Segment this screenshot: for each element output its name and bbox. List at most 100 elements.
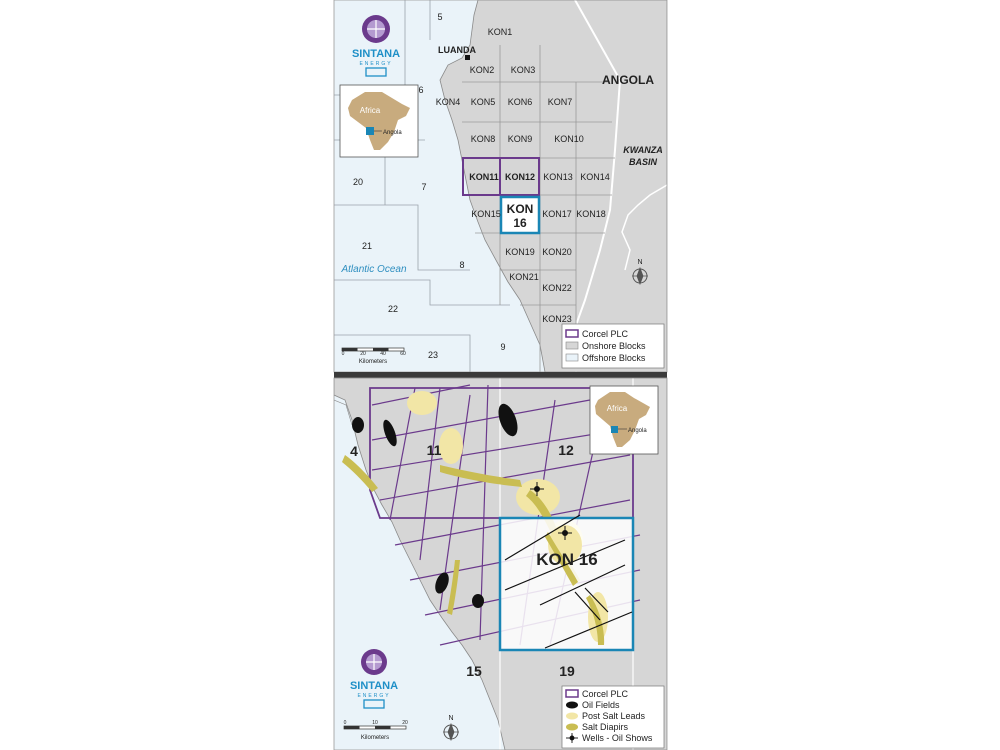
- inset-country: Angola: [383, 130, 402, 136]
- legend-b-corcel-label: Corcel PLC: [582, 689, 629, 699]
- block21-label: 21: [362, 241, 372, 251]
- bottom-map: KON 16 4 11 12 15 19 Africa Angola SINTA…: [334, 378, 667, 750]
- basin-label-line1: KWANZA: [623, 145, 663, 155]
- legend-b-diapir-icon: [566, 723, 578, 731]
- angola-marker-bottom: [611, 426, 618, 433]
- kon19-label: KON19: [505, 247, 535, 257]
- kon9-label: KON9: [508, 134, 533, 144]
- scale-tick-b2: 20: [402, 720, 408, 726]
- legend-corcel-label: Corcel PLC: [582, 329, 629, 339]
- map-divider: [334, 372, 667, 378]
- logo-sub: ENERGY: [359, 61, 392, 67]
- kon20-label: KON20: [542, 247, 572, 257]
- scale-tick-0: 0: [342, 351, 345, 357]
- north-label-bottom: N: [448, 715, 453, 722]
- city-label: LUANDA: [438, 45, 476, 55]
- block7-label: 7: [421, 182, 426, 192]
- kon11-label: KON11: [469, 172, 499, 182]
- bottom-map-frame: [333, 377, 668, 750]
- top-inset-map: Africa Angola: [339, 84, 419, 158]
- onshore-blocks-eastern-edge: [574, 0, 622, 372]
- logo-name-bottom: SINTANA: [350, 680, 398, 692]
- logo-name: SINTANA: [352, 48, 400, 60]
- legend-b-oil-label: Oil Fields: [582, 700, 620, 710]
- scale-tick-1: 20: [360, 351, 366, 357]
- bottom-inset-map: Africa Angola: [589, 385, 659, 455]
- kon16-label-line2: 16: [513, 216, 527, 230]
- kon3-label: KON3: [511, 65, 536, 75]
- kon21-label: KON21: [509, 272, 539, 282]
- block22-label: 22: [388, 304, 398, 314]
- inset-country-bottom: Angola: [628, 428, 647, 434]
- kon16-seismic-lines: [504, 514, 633, 649]
- luanda-marker: [465, 55, 470, 60]
- top-map: KON 16 KON1 KON2 KON3 KON4 KON5 KON6 KON…: [334, 0, 667, 372]
- block4-label: 4: [350, 443, 358, 459]
- legend-b-oil-icon: [566, 701, 578, 709]
- legend-onshore-icon: [565, 341, 579, 350]
- north-arrow-top: N: [632, 259, 648, 286]
- legend-b-diapir-label: Salt Diapirs: [582, 722, 629, 732]
- legend-offshore-icon: [565, 353, 579, 362]
- block8-label: 8: [459, 260, 464, 270]
- kon18-label: KON18: [576, 209, 606, 219]
- logo-sub-bottom: ENERGY: [357, 693, 390, 699]
- inset-continent-bottom: Africa: [607, 404, 628, 413]
- kon4-label: KON4: [436, 97, 461, 107]
- north-label: N: [637, 259, 642, 266]
- block20-label: 20: [353, 177, 363, 187]
- kon8-label: KON8: [471, 134, 496, 144]
- scale-tick-b0: 0: [344, 720, 347, 726]
- scale-unit: Kilometers: [359, 359, 387, 365]
- legend-b-postsalt-label: Post Salt Leads: [582, 711, 646, 721]
- kon-block-labels: KON1 KON2 KON3 KON4 KON5 KON6 KON7 KON8 …: [436, 27, 610, 324]
- kon14-label: KON14: [580, 172, 610, 182]
- scale-tick-3: 60: [400, 351, 406, 357]
- oil-fields: [352, 403, 518, 608]
- inset-continent: Africa: [360, 106, 381, 115]
- legend-corcel-icon: [565, 329, 579, 338]
- block11-label: 11: [427, 442, 442, 458]
- africa-shape: [348, 92, 410, 150]
- angola-marker: [366, 127, 374, 135]
- legend-top: Corcel PLC Onshore Blocks Offshore Block…: [561, 323, 665, 369]
- block9-label: 9: [500, 342, 505, 352]
- sintana-logo-top: SINTANA ENERGY: [352, 15, 400, 77]
- kon17-label: KON17: [542, 209, 572, 219]
- kon13-label: KON13: [543, 172, 573, 182]
- kon5-label: KON5: [471, 97, 496, 107]
- legend-b-corcel-icon: [565, 689, 579, 698]
- legend-b-well-icon: [566, 733, 578, 743]
- kon16-block: [499, 195, 541, 235]
- kon1-label: KON1: [488, 27, 513, 37]
- block12-label: 12: [558, 442, 574, 458]
- block19-label: 19: [559, 663, 575, 679]
- kon10-label: KON10: [554, 134, 584, 144]
- legend-b-postsalt-icon: [566, 712, 578, 720]
- kon6-label: KON6: [508, 97, 533, 107]
- africa-shape-bottom: [595, 392, 650, 447]
- onshore-land: [439, 0, 667, 372]
- kwanza-basin-boundary: [621, 184, 667, 271]
- block5-label: 5: [437, 12, 442, 22]
- kon16-bottom-label: KON 16: [536, 550, 597, 569]
- scale-bar-top: 0 20 40 60 Kilometers: [342, 347, 406, 365]
- kon16-label-line1: KON: [507, 202, 534, 216]
- block15-label: 15: [466, 663, 482, 679]
- legend-offshore-label: Offshore Blocks: [582, 353, 646, 363]
- north-arrow-bottom: N: [443, 715, 459, 742]
- basin-label-line2: BASIN: [629, 157, 658, 167]
- kon7-label: KON7: [548, 97, 573, 107]
- legend-b-well-label: Wells - Oil Shows: [582, 733, 653, 743]
- kon22-label: KON22: [542, 283, 572, 293]
- block6-label: 6: [418, 85, 423, 95]
- bottom-block-labels: 4 11 12 15 19: [350, 442, 575, 679]
- scale-tick-2: 40: [380, 351, 386, 357]
- block23-label: 23: [428, 350, 438, 360]
- kon12-label: KON12: [505, 172, 535, 182]
- offshore-block-labels: 5 6 7 8 9 20 21 22 23: [353, 12, 506, 360]
- kon15-label: KON15: [471, 209, 501, 219]
- kon2-label: KON2: [470, 65, 495, 75]
- country-label: ANGOLA: [602, 73, 654, 87]
